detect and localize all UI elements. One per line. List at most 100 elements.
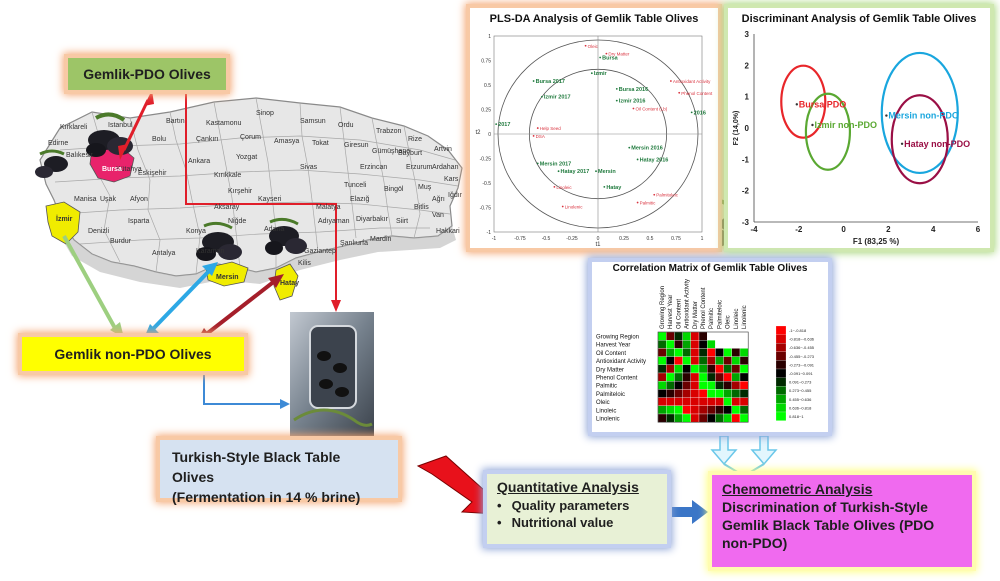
corr-cell	[715, 331, 724, 341]
corr-row-label: Growing Region	[596, 335, 639, 341]
map-city-label: Ağrı	[432, 196, 445, 203]
map-city-label: Erzurum	[406, 164, 433, 171]
plsda-panel: PLS-DA Analysis of Gemlik Table Olives -…	[470, 8, 718, 248]
plsda-group-point	[541, 95, 543, 98]
corr-cell	[657, 413, 667, 423]
corr-cell	[698, 397, 708, 406]
map-city-label: Iğdır	[448, 192, 463, 199]
map-city-label: Trabzon	[376, 128, 402, 135]
corr-cell	[682, 397, 691, 406]
corr-legend-swatch	[775, 334, 787, 344]
da-ellipse	[804, 92, 852, 171]
izmir-region	[45, 201, 81, 245]
map-city-label: Mardin	[370, 236, 392, 243]
corr-cell	[707, 372, 716, 382]
map-city-label: Muş	[418, 184, 432, 191]
plsda-group-label: Hatay	[606, 185, 622, 191]
map-city-label: Karaman	[196, 248, 225, 255]
corr-cell	[698, 356, 708, 365]
plsda-variable-point	[561, 205, 564, 208]
corr-cell	[674, 389, 683, 398]
corr-cell	[657, 356, 667, 365]
da-y-tick: -1	[742, 155, 750, 164]
plsda-variable-point	[584, 44, 587, 47]
plsda-group-label: Bursa	[602, 56, 619, 62]
plsda-y-tick: -0.75	[480, 206, 492, 212]
corr-legend-label: -1~-0.818	[789, 328, 807, 333]
map-city-label: Gaziantep	[304, 248, 336, 255]
corr-cell	[731, 364, 741, 374]
corr-cell	[682, 389, 691, 398]
corr-col-label: Harvest Year	[668, 295, 674, 329]
corr-cell	[682, 381, 691, 390]
map-city-label: Rize	[408, 136, 423, 143]
plsda-group-label: Izmir 2017	[544, 95, 571, 101]
corr-cell	[731, 348, 741, 357]
corr-legend-label: 0.455~0.636	[789, 397, 812, 402]
corr-cell	[674, 381, 683, 390]
corr-legend-label: 0.273~0.455	[789, 388, 812, 393]
map-city-label: Isparta	[128, 218, 150, 225]
map-highlight-label-mersin: Mersin	[216, 274, 239, 281]
da-group-label: Mersin non-PDO	[888, 111, 959, 121]
corr-row-label: Oil Content	[596, 351, 626, 357]
plsda-group-label: Bursa 2016	[619, 87, 648, 93]
plsda-y-tick: -1	[487, 230, 492, 236]
plsda-y-tick: 0.75	[481, 59, 491, 65]
corr-cell	[674, 356, 683, 365]
map-city-label: Kırıkkale	[214, 172, 242, 179]
map-city-label: Gümüşhane	[372, 148, 411, 155]
corr-legend-swatch	[775, 325, 787, 335]
corr-cell	[666, 405, 675, 415]
map-city-label: Uşak	[100, 196, 116, 203]
map-city-label: Samsun	[300, 118, 326, 125]
plsda-x-tick: 1	[701, 236, 704, 242]
correlation-title: Correlation Matrix of Gemlik Table Olive…	[612, 263, 808, 274]
corr-cell	[690, 340, 700, 349]
corr-cell	[690, 356, 700, 365]
map-city-label: Bartın	[166, 118, 185, 125]
da-x-tick: 0	[841, 225, 846, 234]
corr-cell	[715, 381, 724, 390]
map-city-label: Eskişehir	[138, 170, 167, 177]
plsda-group-point	[599, 56, 602, 59]
map-city-label: Elazığ	[350, 196, 370, 203]
corr-cell	[698, 331, 708, 341]
chemometric-title: Chemometric Analysis	[722, 481, 873, 497]
corr-legend-swatch	[775, 351, 787, 361]
corr-cell	[731, 389, 741, 398]
olive-cluster-izmir	[35, 149, 68, 178]
plsda-x-tick: -0.75	[514, 236, 526, 242]
corr-cell	[715, 413, 724, 423]
plsda-group-label: Mersin 2017	[540, 161, 572, 167]
corr-cell	[682, 405, 691, 415]
corr-cell	[682, 356, 691, 365]
corr-cell	[739, 340, 749, 349]
map-city-label: Edirne	[48, 140, 69, 147]
map-city-label: Manisa	[74, 196, 97, 203]
map-city-label: Kilis	[298, 260, 311, 267]
corr-cell	[707, 397, 716, 406]
da-y-tick: -2	[742, 187, 750, 196]
corr-cell	[674, 397, 683, 406]
corr-cell	[715, 372, 724, 382]
corr-cell	[707, 389, 716, 398]
plsda-group-point	[590, 72, 593, 75]
corr-cell	[723, 381, 732, 390]
map-city-label: Diyarbakır	[356, 216, 388, 223]
corr-cell	[674, 405, 683, 415]
da-group-label: Hatay non-PDO	[904, 139, 970, 149]
corr-cell	[657, 364, 667, 374]
corr-cell	[707, 348, 716, 357]
corr-cell	[723, 356, 732, 365]
hatay-region	[273, 263, 299, 301]
chemometric-line2: Gemlik Black Table Olives (PDO	[722, 517, 935, 533]
corr-cell	[707, 364, 716, 374]
plsda-group-label: 2017	[498, 122, 510, 128]
corr-cell	[682, 372, 691, 382]
corr-legend-swatch	[775, 377, 787, 387]
plsda-x-tick: 0.75	[671, 236, 681, 242]
corr-cell	[690, 405, 700, 415]
map-city-label: Antalya	[152, 250, 176, 257]
map-city-label: Bitlis	[414, 204, 429, 211]
